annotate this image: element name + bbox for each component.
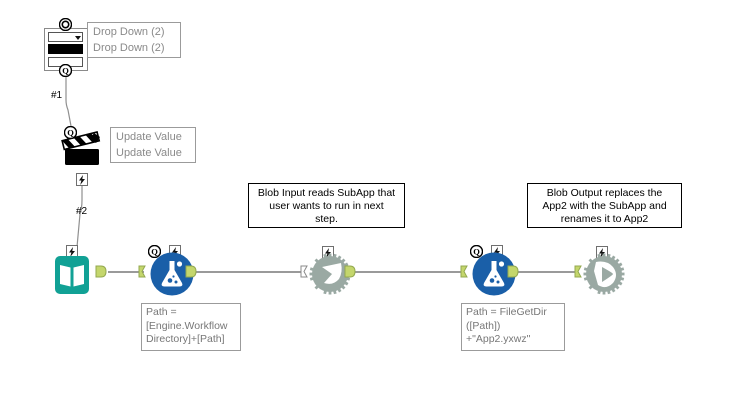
directory-output-anchor[interactable] [95,265,107,283]
output-anchor-icon [507,265,519,278]
lightning-badge-icon [494,246,500,257]
wire-blobinput-to-gear1 [196,271,302,273]
svg-text:Q: Q [67,128,74,138]
gear1-output-anchor[interactable] [344,265,356,283]
svg-text:Q: Q [62,66,69,76]
dropdown-tool-name-box: Drop Down (2) Drop Down (2) [87,22,181,58]
book-icon[interactable] [55,256,89,294]
note-blob-input[interactable]: Blob Input reads SubApp that user wants … [248,183,405,228]
input-anchor-icon [138,265,146,278]
blobinput-formula-label: Path = [Engine.Workflow Directory]+[Path… [141,303,241,351]
tool-blob-input[interactable] [150,252,194,301]
flask-icon[interactable] [150,252,194,296]
input-anchor-icon [300,265,308,278]
tool-action-update-value[interactable] [61,126,107,173]
tool-run-command-2[interactable] [582,252,626,301]
action-tool-name-box: Update Value Update Value [110,127,196,163]
output-anchor-icon [95,265,107,278]
input-anchor-icon [574,265,582,278]
output-anchor-icon [185,265,197,278]
question-badge-icon: Q [63,125,78,140]
dropdown-question-badge-in[interactable] [58,17,73,36]
question-badge-icon: Q [147,244,162,259]
lightning-badge-icon [172,246,178,257]
clapperboard-icon[interactable] [61,126,107,168]
wire-gear1-to-bloboutput [352,271,464,273]
wire-label-2: #2 [76,206,88,217]
blobinput-question-badge[interactable]: Q [147,244,162,263]
bloboutput-formula-label: Path = FileGetDir ([Path]) +"App2.yxwz" [461,303,565,351]
action-lightning-badge[interactable] [76,173,88,186]
dropdown-question-badge-out[interactable]: Q [58,63,73,82]
question-badge-icon [58,17,73,32]
wire-directory-to-blobinput [108,271,144,273]
gear-play-icon[interactable] [582,252,626,296]
lightning-badge-icon [325,247,331,258]
input-anchor-icon [460,265,468,278]
gear1-input-anchor[interactable] [300,265,312,283]
gear2-input-anchor[interactable] [574,265,586,283]
blobinput-output-anchor[interactable] [185,265,197,283]
tool-run-command-1[interactable] [308,252,352,301]
action-question-badge[interactable]: Q [63,125,78,144]
bloboutput-output-anchor[interactable] [507,265,519,283]
bloboutput-input-anchor[interactable] [460,265,472,283]
lightning-badge-icon [79,174,85,185]
bloboutput-question-badge[interactable]: Q [469,244,484,263]
blobinput-input-anchor[interactable] [138,265,150,283]
lightning-badge-icon [69,246,75,257]
output-anchor-icon [344,265,356,278]
gear-run-icon[interactable] [308,252,352,296]
flask-icon[interactable] [472,252,516,296]
svg-text:Q: Q [473,247,480,257]
tool-blob-output[interactable] [472,252,516,301]
question-badge-icon: Q [58,63,73,78]
directory-lightning-badge[interactable] [66,245,78,258]
question-badge-icon: Q [469,244,484,259]
wire-bloboutput-to-gear2 [516,271,578,273]
lightning-badge-icon [599,247,605,258]
tool-directory[interactable] [55,256,89,299]
svg-text:Q: Q [151,247,158,257]
wire-label-1: #1 [51,90,63,101]
note-blob-output[interactable]: Blob Output replaces the App2 with the S… [527,183,682,228]
